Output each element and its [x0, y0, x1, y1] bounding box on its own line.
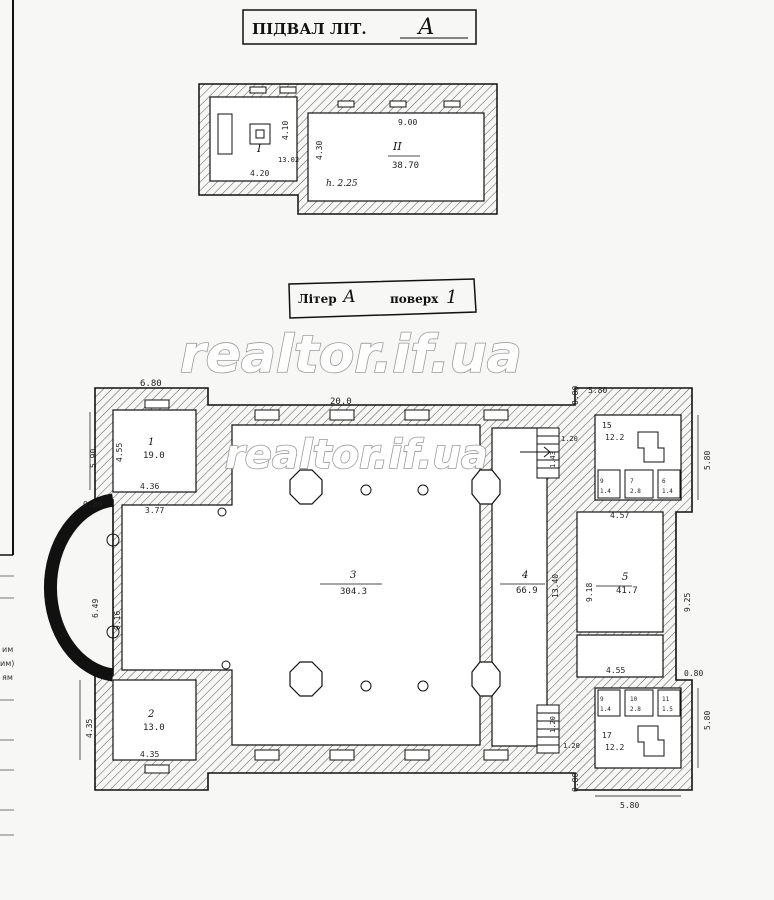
- room-10-area: 2.8: [630, 706, 641, 713]
- floor-stamp-letter: А: [342, 287, 356, 307]
- dim-right-bottom-gap2: 0.80: [571, 773, 580, 792]
- room-9b-number: 9: [600, 696, 604, 703]
- room-17-area: 12.2: [605, 743, 624, 752]
- stairs-bottom: [536, 704, 560, 754]
- room-15-number: 15: [602, 421, 612, 430]
- room-2-area: 13.0: [143, 723, 165, 733]
- room-4-number: 4: [521, 570, 528, 581]
- room-2: [112, 679, 197, 761]
- room-1-area: 19.0: [143, 451, 165, 461]
- basement-stamp-label: ПІДВАЛ ЛІТ.: [252, 20, 367, 38]
- watermark-large: realtor.if.ua: [180, 325, 522, 385]
- dim-apse-width: 3.77: [145, 506, 164, 515]
- basement-room-1-height: 4.10: [281, 121, 290, 140]
- dim-left-room2-height: 4.35: [85, 719, 94, 738]
- stairs-top: [520, 427, 560, 479]
- basement-room-1-width: 4.20: [250, 169, 269, 178]
- room-17-number: 17: [602, 731, 612, 740]
- room-2-number: 2: [147, 709, 154, 720]
- room-9-number: 9: [600, 478, 604, 485]
- basement-stamp-letter: А: [416, 15, 435, 40]
- room-7-area: 2.8: [630, 488, 641, 495]
- dim-corridor-height: 13.40: [551, 574, 560, 598]
- floor-stamp-number: 1: [446, 287, 457, 308]
- room-4-area: 66.9: [516, 586, 538, 596]
- room-4: [491, 427, 548, 747]
- basement-room-2-area: 38.70: [392, 161, 419, 171]
- dim-left-room1-inner: 4.55: [115, 443, 124, 462]
- basement-stamp: ПІДВАЛ ЛІТ. А: [242, 9, 477, 45]
- dim-left-wing-top: 6.80: [140, 379, 162, 389]
- dim-right-bottom-width: 5.80: [620, 801, 639, 810]
- room-11-area: 1.5: [662, 706, 673, 713]
- dim-apse-height: 9.16: [113, 611, 122, 630]
- basement-room-2-width: 9.00: [398, 118, 417, 127]
- dim-apse-gap: 0.80: [83, 500, 102, 509]
- floor-dimensions: 20.0 6.80 5.90 4.55 4.36 0.80 3.77 6.49 …: [83, 379, 712, 810]
- dim-right-top-gap: 0.80: [571, 386, 580, 405]
- room-9-area: 1.4: [600, 488, 611, 495]
- side-legend-line-1: им: [2, 645, 13, 654]
- dim-right-bottom-height: 5.80: [703, 711, 712, 730]
- room-6-number: 6: [662, 478, 666, 485]
- dim-right-top-height: 5.80: [703, 451, 712, 470]
- side-legend-line-2: им): [0, 659, 14, 668]
- side-legend-line-3: ям: [2, 673, 13, 682]
- dim-left-room1-bottom: 4.36: [140, 482, 159, 491]
- dim-stair-top-width: 1.20: [561, 435, 578, 443]
- room-labels: 1 19.0 2 13.0 3 304.3 4 66.9 5 41.7 9 1.…: [143, 421, 673, 752]
- room-5-lower: [576, 634, 664, 678]
- dim-apse-radius: 6.49: [91, 599, 100, 618]
- room-7-number: 7: [630, 478, 634, 485]
- room-9b-area: 1.4: [600, 706, 611, 713]
- room-5-area: 41.7: [616, 586, 638, 596]
- dim-stair-top-height: 1.43: [549, 451, 557, 468]
- dim-right-mid-side: 9.25: [683, 593, 692, 612]
- basement-room-2-height: 4.30: [315, 141, 324, 160]
- room-1-number: 1: [148, 437, 154, 448]
- dim-stair-bottom-height: 1.20: [549, 716, 557, 733]
- basement-room-1-number: I: [256, 142, 262, 155]
- dim-right-mid-width: 4.57: [610, 511, 629, 520]
- room-10-number: 10: [630, 696, 638, 703]
- dim-top-total: 20.0: [330, 397, 352, 407]
- dim-right-bottom-gap: 0.80: [684, 669, 703, 678]
- room-6-area: 1.4: [662, 488, 673, 495]
- room-3-number: 3: [350, 570, 356, 581]
- basement-room-1-small: 13.02: [278, 156, 299, 164]
- dim-stair-bottom-width: 1.20: [563, 742, 580, 750]
- basement-height-note: h. 2.25: [326, 179, 358, 189]
- basement-room-2-number: II: [392, 140, 402, 153]
- watermark-small: realtor.if.ua: [225, 432, 488, 478]
- room-11-number: 11: [662, 696, 670, 703]
- dim-right-top-width: 5.80: [588, 386, 607, 395]
- dim-right-mid-bottom: 4.55: [606, 666, 625, 675]
- ground-floor-plan: [44, 387, 699, 797]
- dim-left-room1-height: 5.90: [89, 449, 98, 468]
- room-5: [576, 511, 664, 633]
- room-1: [112, 409, 197, 493]
- floor-stamp-suffix: поверх: [390, 292, 439, 306]
- room-15-area: 12.2: [605, 433, 624, 442]
- dim-left-room2-bottom: 4.35: [140, 750, 159, 759]
- room-5-number: 5: [622, 572, 628, 583]
- left-sheet-edge: им им) ям: [0, 0, 14, 836]
- floor-stamp: Літер А поверх 1: [288, 278, 477, 319]
- basement-plan: I 13.02 4.20 4.10 9.00 II 38.70 4.30 h. …: [198, 83, 498, 215]
- dim-right-mid-height: 9.18: [585, 583, 594, 602]
- floor-stamp-prefix: Літер: [298, 292, 337, 306]
- room-3-area: 304.3: [340, 587, 367, 597]
